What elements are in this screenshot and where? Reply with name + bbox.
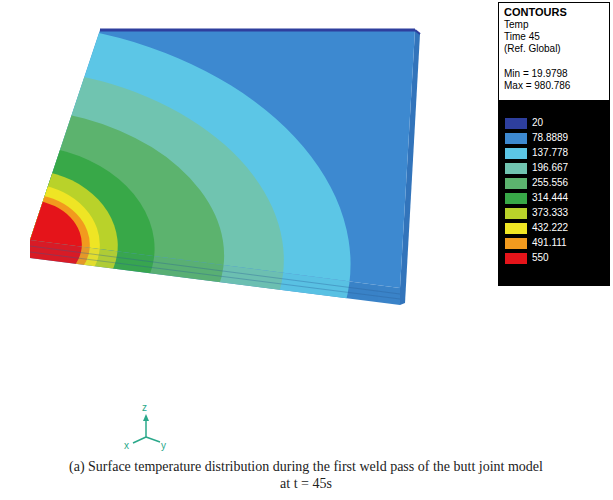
legend-swatch bbox=[505, 133, 527, 144]
legend-swatch bbox=[505, 148, 527, 159]
legend-value: 314.444 bbox=[532, 192, 568, 203]
legend-value: 78.8889 bbox=[532, 132, 568, 143]
plate-edge bbox=[100, 29, 415, 32]
legend-note: Time 45 bbox=[504, 31, 540, 42]
legend-swatch bbox=[505, 223, 527, 234]
axis-y bbox=[146, 437, 160, 442]
axis-x bbox=[133, 437, 146, 443]
figure-caption: (a) Surface temperature distribution dur… bbox=[66, 458, 546, 492]
layer-line bbox=[30, 252, 400, 299]
legend-swatch bbox=[505, 163, 527, 174]
legend-value: 491.111 bbox=[532, 237, 567, 248]
temperature-bands bbox=[0, 0, 377, 500]
legend-value: 550 bbox=[532, 252, 549, 263]
axis-label: x bbox=[124, 440, 129, 451]
legend-swatch bbox=[505, 238, 527, 249]
legend-value: 137.778 bbox=[532, 147, 568, 158]
temperature-bands-front bbox=[0, 0, 377, 500]
legend-note: Min = 19.9798 bbox=[504, 68, 568, 79]
legend-swatch bbox=[505, 208, 527, 219]
plate-edge bbox=[415, 30, 420, 34]
legend-note: (Ref. Global) bbox=[504, 43, 561, 54]
axis-head bbox=[143, 414, 149, 421]
axis-label: z bbox=[142, 402, 147, 413]
legend-value: 20 bbox=[532, 117, 543, 128]
layer-line bbox=[30, 246, 400, 294]
axis-label: y bbox=[161, 440, 166, 451]
legend-swatch bbox=[505, 193, 527, 204]
legend-value: 196.667 bbox=[532, 162, 568, 173]
legend-swatch bbox=[505, 178, 527, 189]
legend-value: 432.222 bbox=[532, 222, 568, 233]
legend-note: Temp bbox=[504, 19, 528, 30]
legend-value: 255.556 bbox=[532, 177, 568, 188]
legend-swatch bbox=[505, 118, 527, 129]
legend-note: Max = 980.786 bbox=[504, 80, 570, 91]
legend-heading: CONTOURS bbox=[504, 6, 567, 18]
legend-value: 373.333 bbox=[532, 207, 568, 218]
legend-swatch bbox=[505, 253, 527, 264]
